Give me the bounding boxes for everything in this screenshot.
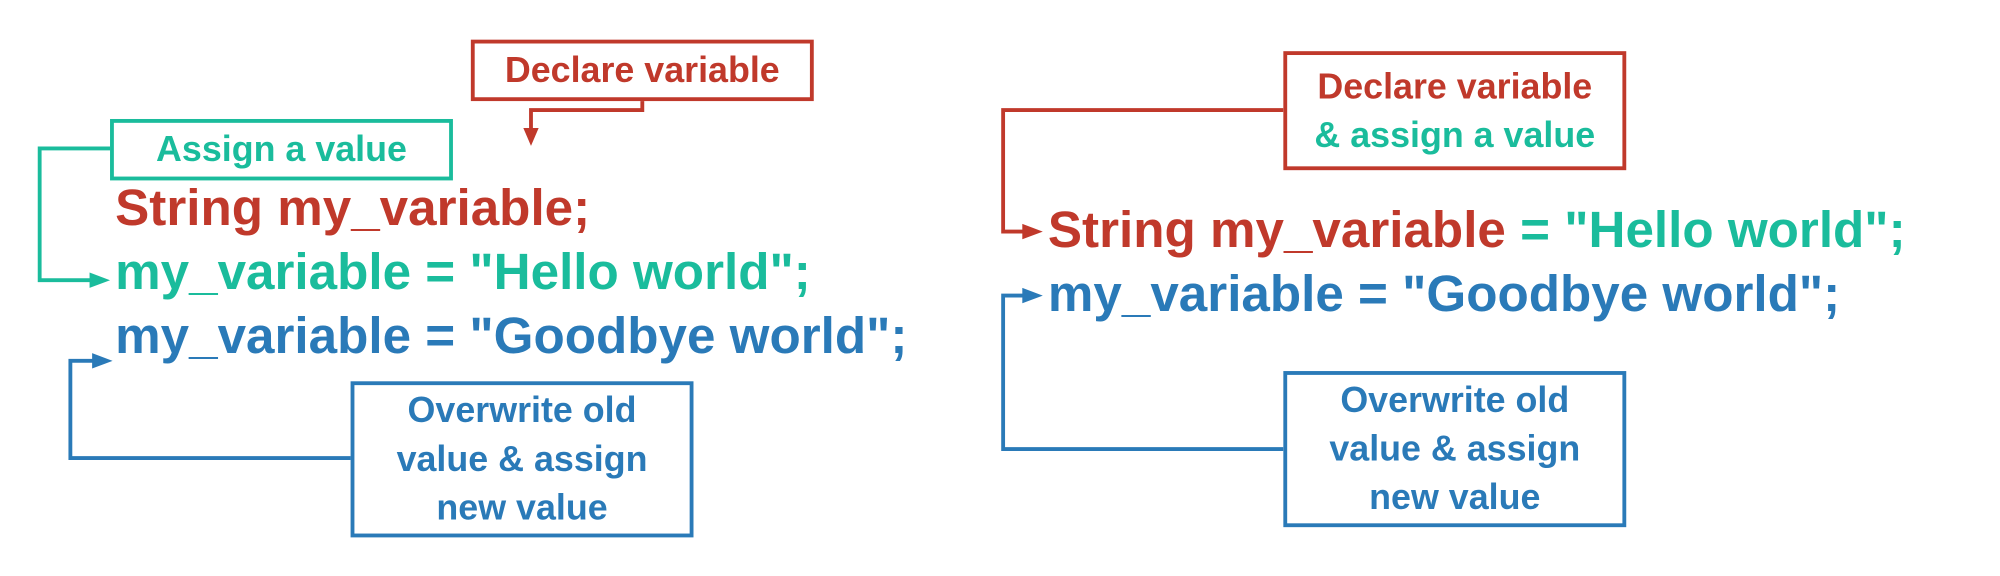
right-code-line-overwrite: my_variable = "Goodbye world"; bbox=[1047, 266, 1841, 323]
right-code-assign-part: = "Hello world"; bbox=[1505, 202, 1906, 259]
declare-arrow-line bbox=[529, 99, 645, 131]
overwrite-label-line2: value & assign bbox=[396, 438, 648, 479]
code-line-assign: my_variable = "Hello world"; bbox=[115, 244, 811, 301]
declare-assign-label-line1: Declare variable bbox=[1317, 65, 1593, 106]
declare-variable-box: Declare variable bbox=[470, 39, 814, 102]
assign-arrow-line bbox=[37, 146, 111, 283]
declare-assign-arrow-head bbox=[1022, 223, 1043, 240]
assign-value-label: Assign a value bbox=[156, 129, 407, 169]
code-line-overwrite: my_variable = "Goodbye world"; bbox=[115, 308, 908, 365]
declare-assign-arrow-line bbox=[1001, 108, 1284, 234]
right-overwrite-arrow-head bbox=[1022, 287, 1043, 304]
declare-arrow-head bbox=[523, 127, 539, 146]
assign-value-box: Assign a value bbox=[110, 118, 453, 181]
declare-assign-box: Declare variable & assign a value bbox=[1283, 51, 1627, 171]
overwrite-label-line1: Overwrite old bbox=[407, 390, 637, 430]
right-overwrite-label-line2: value & assign bbox=[1329, 428, 1581, 469]
code-line-declare: String my_variable; bbox=[115, 180, 591, 237]
right-code-line-declare-assign: String my_variable = "Hello world"; bbox=[1048, 198, 1906, 262]
overwrite-arrow-line bbox=[68, 358, 351, 460]
declare-assign-label-line2: & assign a value bbox=[1314, 114, 1596, 155]
right-overwrite-arrow-line bbox=[1001, 293, 1284, 452]
right-code-declare-part: String my_variable bbox=[1047, 202, 1506, 259]
overwrite-label-line3: new value bbox=[436, 487, 608, 528]
right-overwrite-box: Overwrite old value & assign new value bbox=[1283, 371, 1627, 528]
right-overwrite-label-line3: new value bbox=[1369, 477, 1541, 517]
declare-variable-label: Declare variable bbox=[504, 49, 780, 90]
overwrite-box: Overwrite old value & assign new value bbox=[350, 381, 694, 538]
assign-arrow-head bbox=[89, 272, 111, 288]
overwrite-arrow-head bbox=[92, 353, 113, 369]
right-overwrite-label-line1: Overwrite old bbox=[1340, 380, 1570, 420]
